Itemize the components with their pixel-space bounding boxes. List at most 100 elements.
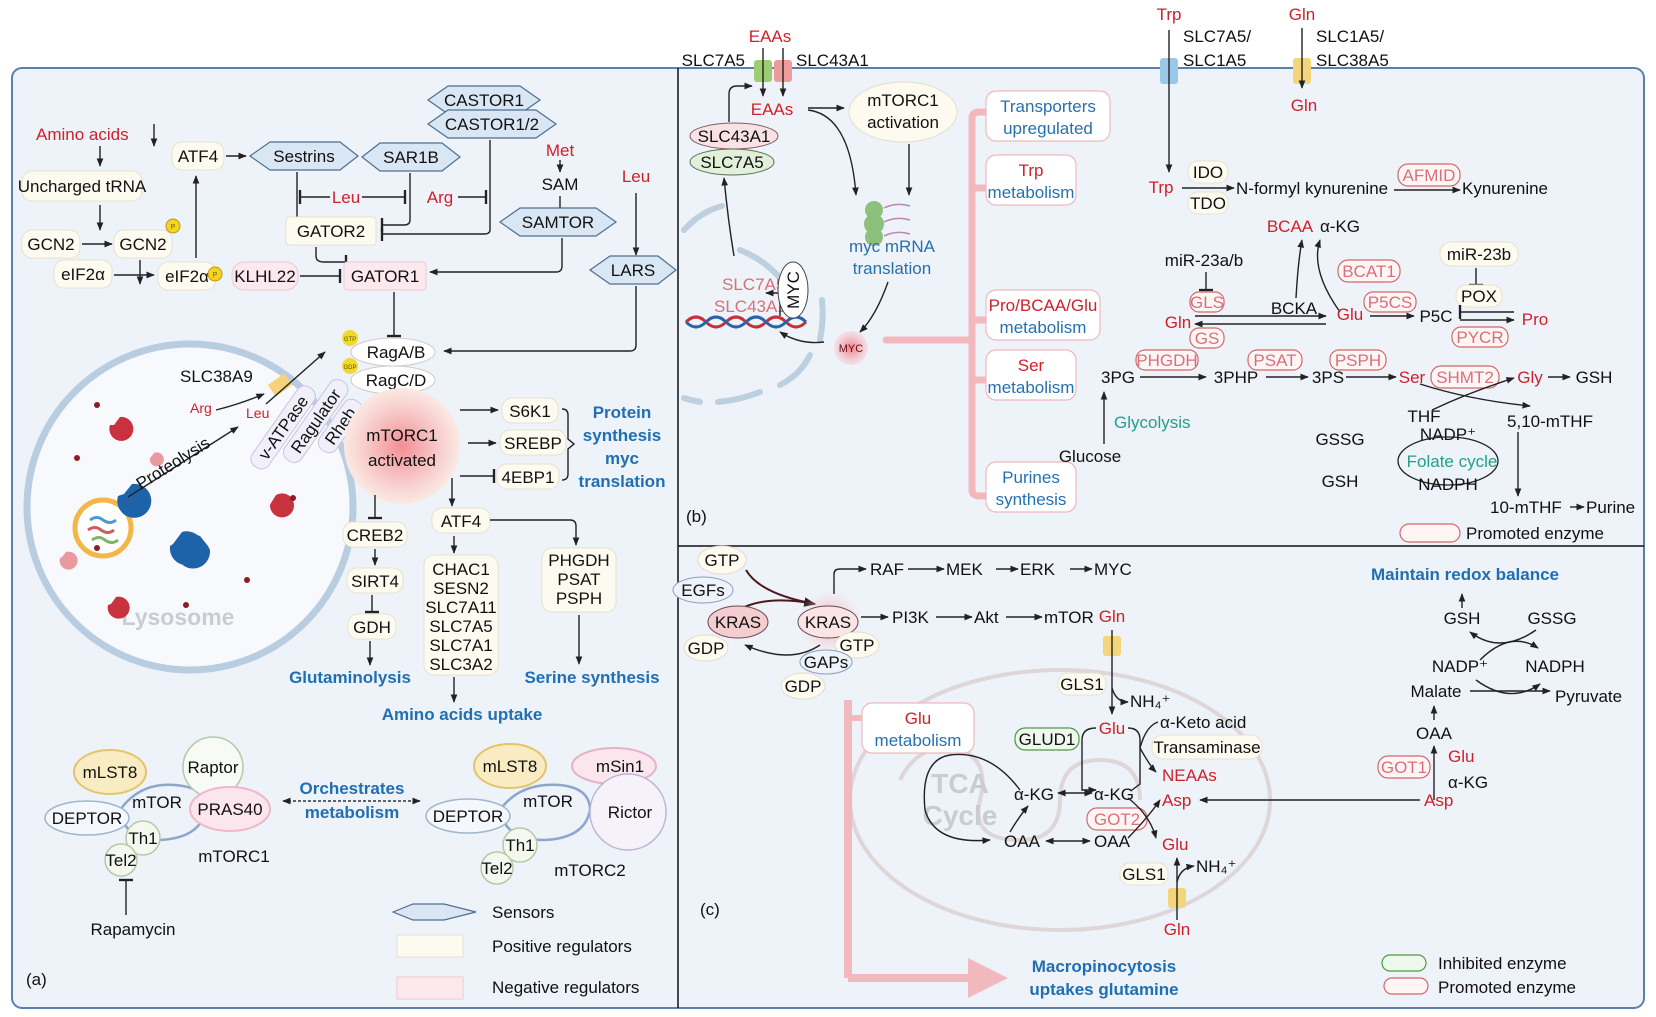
inhibit-line bbox=[380, 173, 411, 232]
protein-fragments-icon bbox=[87, 516, 119, 544]
chain-node: Akt bbox=[974, 608, 999, 627]
gtp-active-label: GTP bbox=[840, 636, 875, 655]
glu-label: Glu bbox=[1337, 305, 1363, 324]
b-category-list: TransportersupregulatedTrpmetabolismPro/… bbox=[985, 90, 1111, 513]
deptor-label: DEPTOR bbox=[52, 809, 123, 828]
rictor-node bbox=[589, 773, 667, 851]
transaminase-node bbox=[1151, 734, 1263, 760]
b-category-label: Ser bbox=[1018, 356, 1045, 375]
protease-icons bbox=[59, 416, 294, 619]
malate-label: Malate bbox=[1410, 682, 1461, 701]
glucose-label: Glucose bbox=[1059, 447, 1121, 466]
trp-inside-label: Trp bbox=[1149, 178, 1174, 197]
tel2-node bbox=[104, 843, 138, 877]
s6k1-label: S6K1 bbox=[509, 402, 551, 421]
oaa-mid-label: OAA bbox=[1094, 832, 1131, 851]
nadp-label: NADP⁺ bbox=[1420, 425, 1476, 444]
b-category-label: synthesis bbox=[996, 490, 1067, 509]
phgdh-enzyme bbox=[1135, 349, 1199, 371]
b-category-label: Purines bbox=[1002, 468, 1060, 487]
gls-enzyme bbox=[1189, 291, 1225, 313]
ido-node bbox=[1187, 160, 1229, 184]
amino-uptake-label: Amino acids uptake bbox=[382, 705, 543, 724]
gtp-top-label: GTP bbox=[705, 551, 740, 570]
rapamycin-label: Rapamycin bbox=[90, 920, 175, 939]
arrow bbox=[1431, 377, 1515, 411]
gln-bottom-label: Gln bbox=[1164, 920, 1190, 939]
nadph-label: NADPH bbox=[1525, 657, 1585, 676]
chain-node: RAF bbox=[870, 560, 904, 579]
panel-b-label: (b) bbox=[686, 507, 707, 526]
pycr-enzyme bbox=[1451, 326, 1509, 348]
serine-synthesis-label: Serine synthesis bbox=[524, 668, 659, 687]
glu-metabolism-label: Glu bbox=[905, 709, 931, 728]
kras-inactive-label: KRAS bbox=[715, 613, 761, 632]
chain-node: ERK bbox=[1020, 560, 1056, 579]
gsh-label: GSH bbox=[1444, 609, 1481, 628]
gdh-node bbox=[347, 613, 397, 640]
mtorc1-label-line2: activated bbox=[368, 451, 436, 470]
bcat1-label: BCAT1 bbox=[1342, 262, 1396, 281]
ido-label: IDO bbox=[1193, 163, 1223, 182]
arrow bbox=[215, 393, 265, 411]
lars-label: LARS bbox=[611, 261, 655, 280]
atf4-label: ATF4 bbox=[178, 147, 218, 166]
arrow bbox=[1479, 640, 1539, 661]
lars-sensor bbox=[588, 255, 677, 285]
got2-label: GOT2 bbox=[1094, 810, 1140, 829]
serine-enzymes-box bbox=[541, 547, 617, 613]
deptor-node bbox=[44, 800, 130, 836]
serine-enzyme: PSAT bbox=[557, 570, 600, 589]
uncharged-trna-node bbox=[21, 170, 143, 202]
th1-node bbox=[502, 827, 538, 863]
arrow bbox=[1475, 679, 1541, 695]
bcka-label: BCKA bbox=[1271, 299, 1318, 318]
chain-node: MEK bbox=[946, 560, 984, 579]
afmid-enzyme bbox=[1397, 163, 1461, 187]
figure-frame bbox=[11, 67, 1645, 1009]
mtor-label: mTOR bbox=[132, 793, 182, 812]
castor1-label: CASTOR1 bbox=[444, 91, 524, 110]
p5cs-enzyme bbox=[1363, 291, 1417, 313]
arrow bbox=[721, 177, 735, 257]
atf4-targets-box bbox=[423, 554, 499, 676]
leu-right-label: Leu bbox=[622, 167, 650, 186]
legend-sensor-swatch bbox=[391, 903, 477, 921]
got1-label: GOT1 bbox=[1381, 758, 1427, 777]
arrow bbox=[744, 644, 821, 656]
p5cs-label: P5CS bbox=[1368, 293, 1412, 312]
gdp-badge-label: GDP bbox=[343, 365, 356, 371]
th1-node bbox=[125, 820, 161, 856]
b-category-box bbox=[985, 90, 1111, 142]
arrow bbox=[265, 351, 326, 405]
inhibit-line bbox=[315, 247, 348, 269]
gls1-bottom-node bbox=[1119, 862, 1169, 886]
deptor-label: DEPTOR bbox=[433, 807, 504, 826]
arrow bbox=[859, 281, 889, 333]
arrow bbox=[1009, 805, 1029, 833]
outcome-line: translation bbox=[579, 472, 666, 491]
slc7a5-oval-label: SLC7A5 bbox=[700, 153, 763, 172]
got1-enzyme bbox=[1377, 755, 1431, 779]
b-category-box bbox=[985, 154, 1077, 206]
bcaa-label: BCAA bbox=[1267, 217, 1314, 236]
tel2-label: Tel2 bbox=[105, 851, 136, 870]
slc7a5-oval bbox=[689, 148, 775, 176]
met-label: Met bbox=[546, 141, 575, 160]
psat-label: PSAT bbox=[1253, 351, 1296, 370]
myc-tf-node bbox=[777, 261, 809, 319]
mtorc1-activation-node bbox=[848, 81, 958, 143]
mtorc2-complex: mLST8 mSin1 mTOR Rictor DEPTOR Th1 Tel2 … bbox=[425, 743, 667, 885]
egfs-node bbox=[672, 576, 734, 604]
b-category-label: metabolism bbox=[988, 378, 1075, 397]
pox-node bbox=[1455, 284, 1503, 308]
gcn2-label: GCN2 bbox=[27, 235, 74, 254]
category-tree bbox=[882, 108, 989, 500]
serine-enzyme: PSPH bbox=[556, 589, 602, 608]
b-category-label: Pro/BCAA/Glu bbox=[989, 296, 1098, 315]
gssg-label: GSSG bbox=[1315, 430, 1364, 449]
egfs-label: EGFs bbox=[681, 581, 724, 600]
thf-label: THF bbox=[1407, 407, 1440, 426]
